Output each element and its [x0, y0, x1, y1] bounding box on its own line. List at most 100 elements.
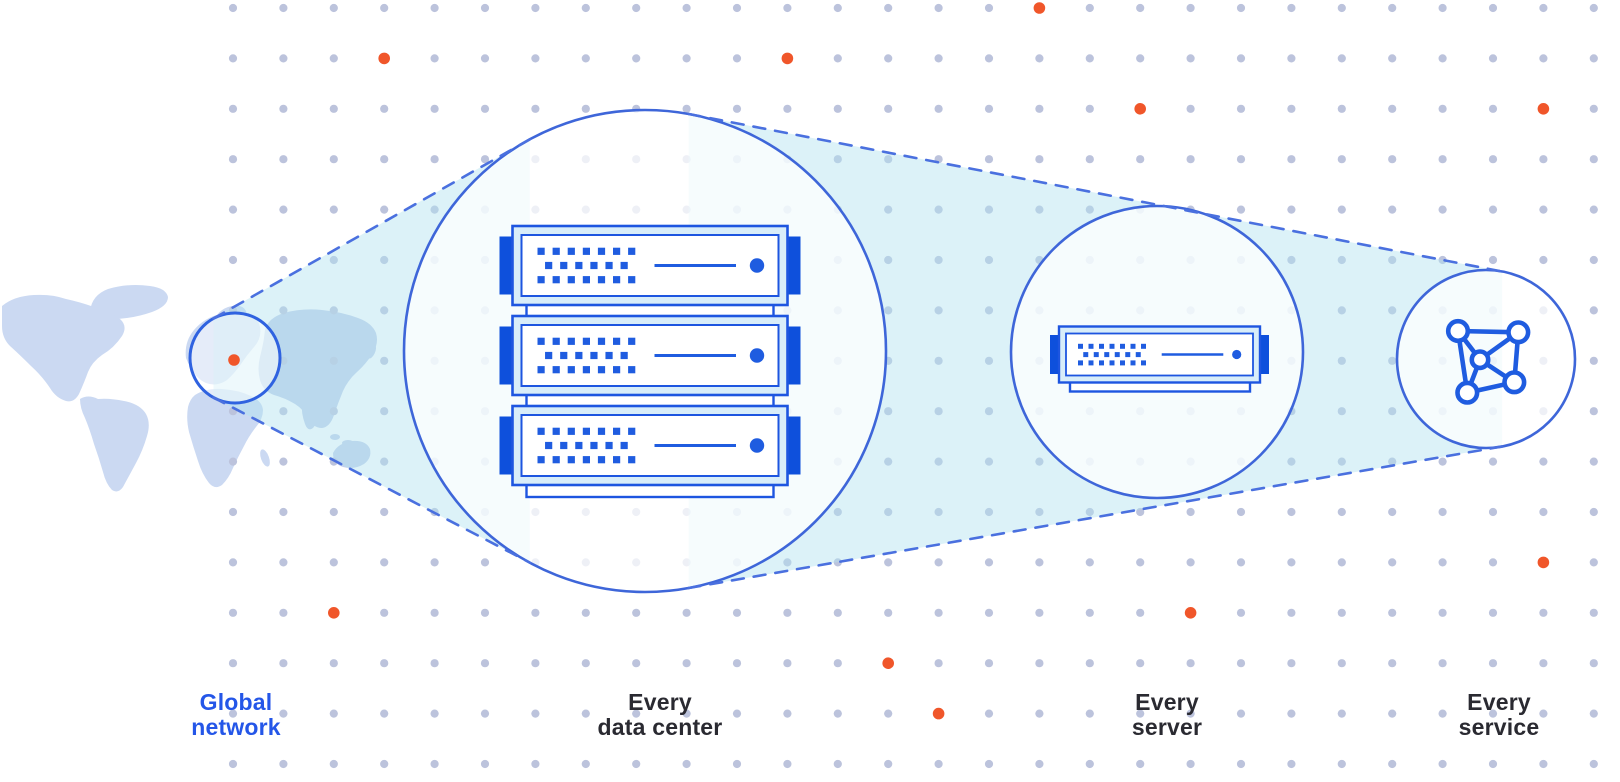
- grid-dot: [1035, 104, 1044, 113]
- grid-dot: [984, 155, 994, 164]
- grid-dot: [833, 759, 842, 769]
- grid-dot: [279, 659, 288, 668]
- grid-dot: [783, 759, 792, 769]
- grid-dot: [380, 356, 389, 365]
- grid-dot: [1488, 759, 1498, 769]
- grid-dot: [1438, 457, 1447, 466]
- grid-dot: [1438, 54, 1447, 63]
- grid-dot: [1287, 659, 1296, 668]
- grid-dot: [1388, 558, 1397, 567]
- grid-dot: [1085, 558, 1094, 567]
- grid-dot: [1035, 558, 1044, 567]
- grid-dot: [1539, 507, 1548, 517]
- grid-dot: [632, 709, 641, 718]
- grid-dot: [1136, 155, 1145, 164]
- grid-dot: [1236, 104, 1246, 113]
- grid-dot: [380, 155, 389, 164]
- grid-dot: [228, 759, 238, 769]
- grid-dot: [581, 608, 590, 617]
- grid-dot: [1337, 457, 1346, 466]
- grid-dot: [228, 155, 238, 164]
- grid-dot: [1589, 54, 1598, 63]
- server-unit-icon: [1048, 325, 1271, 393]
- grid-dot: [531, 3, 540, 13]
- grid-dot: [682, 54, 691, 63]
- grid-dot: [430, 558, 439, 567]
- grid-dot: [1589, 659, 1598, 668]
- grid-dot: [430, 659, 439, 668]
- grid-dot: [884, 759, 893, 769]
- grid-dot: [1236, 558, 1246, 567]
- rack-unit-2: [498, 314, 802, 409]
- grid-dot: [480, 659, 490, 668]
- grid-dot: [228, 709, 238, 718]
- grid-dot: [1488, 54, 1498, 63]
- grid-dot: [1539, 3, 1548, 13]
- orange-accent-dot: [1033, 2, 1046, 14]
- grid-dot: [1539, 54, 1548, 63]
- grid-dot: [1085, 709, 1094, 718]
- grid-dot: [984, 255, 994, 265]
- grid-dot: [1388, 54, 1397, 63]
- grid-dot: [228, 558, 238, 567]
- grid-dot: [480, 3, 490, 13]
- grid-dot: [783, 3, 792, 13]
- grid-dot: [1186, 507, 1195, 517]
- grid-dot: [1236, 54, 1246, 63]
- grid-dot: [1186, 558, 1195, 567]
- grid-dot: [1539, 457, 1548, 466]
- grid-dot: [430, 155, 439, 164]
- grid-dot: [1539, 255, 1548, 265]
- grid-dot: [1337, 205, 1346, 214]
- label-line: Every: [1467, 689, 1531, 715]
- orange-accent-dot: [1537, 556, 1550, 569]
- grid-dot: [732, 759, 742, 769]
- grid-dot: [329, 507, 338, 517]
- grid-dot: [682, 104, 691, 113]
- orange-accent-dot: [378, 52, 391, 65]
- grid-dot: [581, 3, 590, 13]
- grid-dot: [934, 759, 943, 769]
- grid-dot: [1589, 205, 1598, 214]
- grid-dot: [1287, 709, 1296, 718]
- grid-dot: [329, 155, 338, 164]
- guide-line-bottom-left: [212, 396, 532, 564]
- grid-dot: [228, 104, 238, 113]
- grid-dot: [1136, 558, 1145, 567]
- grid-dot: [833, 558, 842, 567]
- grid-dot: [430, 759, 439, 769]
- grid-dot: [1337, 3, 1346, 13]
- grid-dot: [833, 709, 842, 718]
- grid-dot: [1438, 659, 1447, 668]
- grid-dot: [380, 759, 389, 769]
- grid-dot: [1186, 759, 1195, 769]
- grid-dot: [732, 709, 742, 718]
- grid-dot: [1085, 608, 1094, 617]
- grid-dot: [1085, 155, 1094, 164]
- grid-dot: [1287, 104, 1296, 113]
- grid-dot: [1287, 457, 1296, 466]
- grid-dot: [1287, 255, 1296, 265]
- grid-dot: [783, 608, 792, 617]
- network-node-bottom-right: [1502, 370, 1527, 395]
- grid-dot: [1287, 759, 1296, 769]
- grid-dot: [1236, 659, 1246, 668]
- grid-dot: [984, 608, 994, 617]
- grid-dot: [380, 407, 389, 416]
- grid-dot: [732, 104, 742, 113]
- grid-dot: [1388, 205, 1397, 214]
- grid-dot: [984, 709, 994, 718]
- grid-dot: [380, 104, 389, 113]
- grid-dot: [228, 659, 238, 668]
- grid-dot: [1085, 3, 1094, 13]
- grid-dot: [279, 457, 288, 466]
- grid-dot: [884, 3, 893, 13]
- grid-dot: [833, 155, 842, 164]
- grid-dot: [1337, 255, 1346, 265]
- grid-dot: [1589, 104, 1598, 113]
- grid-dot: [380, 558, 389, 567]
- grid-dot: [1589, 457, 1598, 466]
- label-every-server: Every server: [1132, 690, 1202, 740]
- grid-dot: [682, 759, 691, 769]
- grid-dot: [1488, 3, 1498, 13]
